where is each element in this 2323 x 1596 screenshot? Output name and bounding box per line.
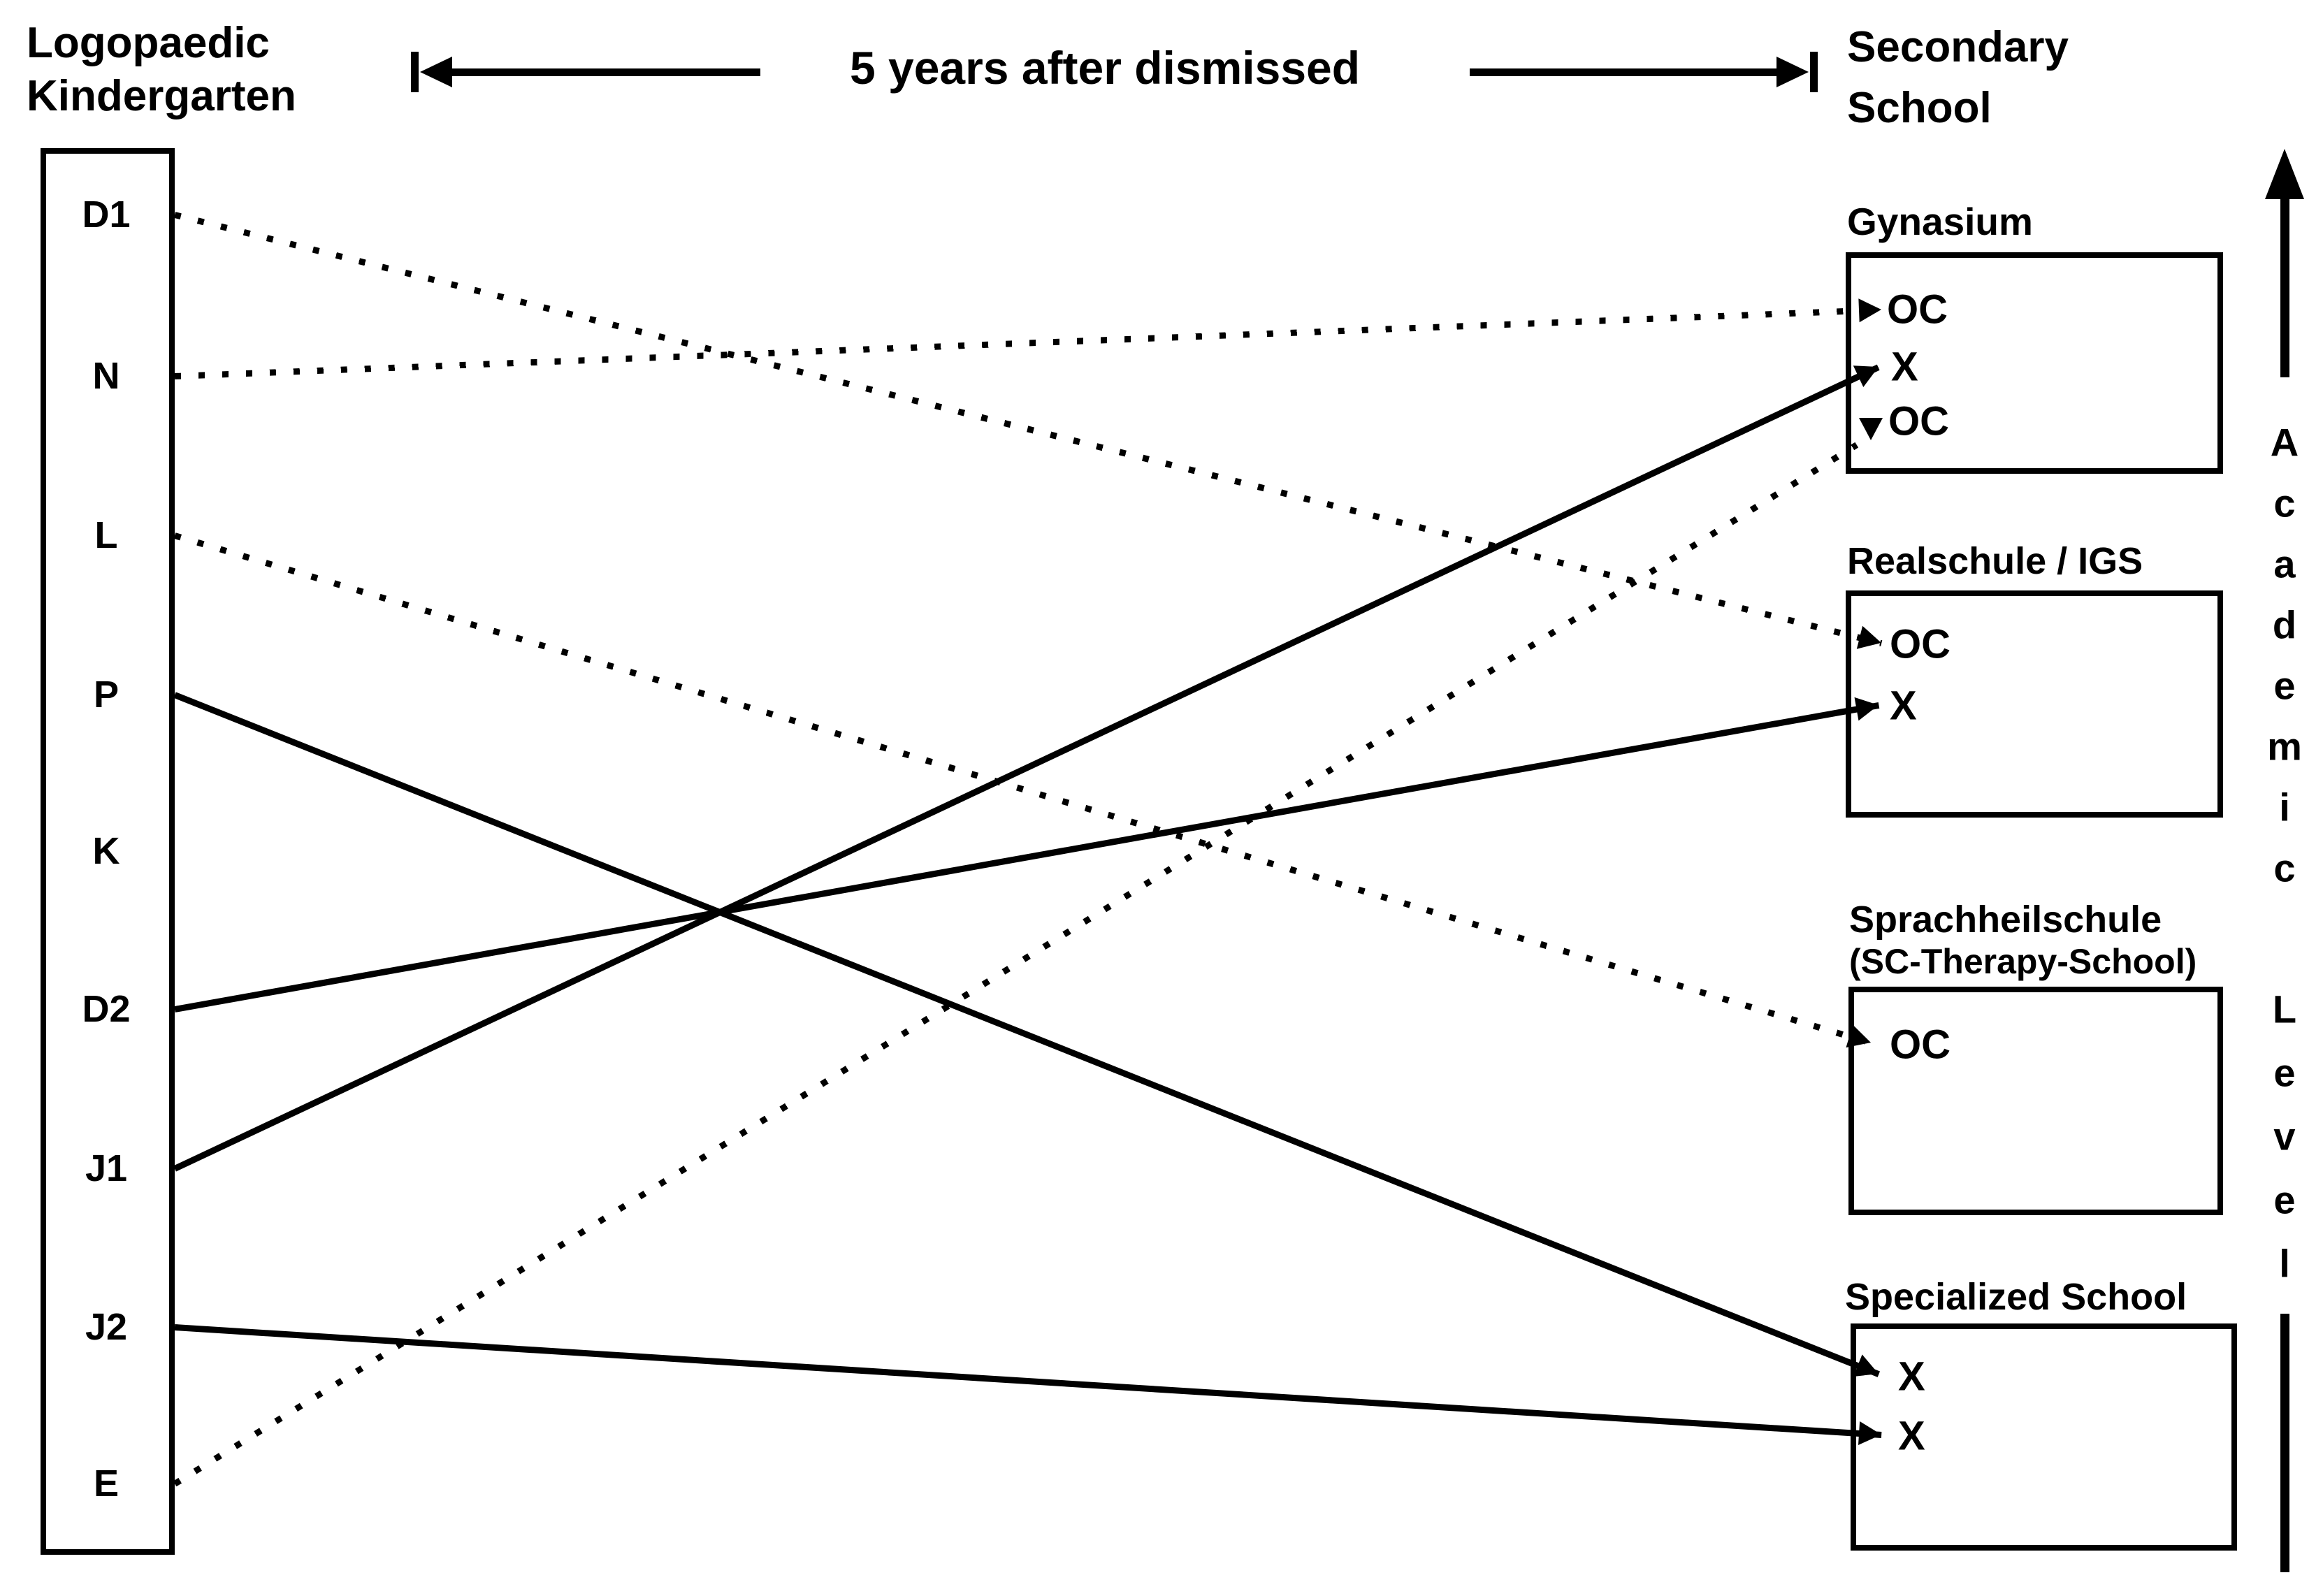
- academic-upper-shaft: [2280, 197, 2289, 377]
- outcome-label-gynasium-x: X: [1891, 344, 1918, 390]
- academic-word1-letter-6: i: [2279, 785, 2290, 829]
- academic-word2-letter-3: e: [2273, 1177, 2296, 1222]
- school-title-sprachheilschule-line1: Sprachheilschule: [1849, 899, 2162, 941]
- connection-N-line: [174, 306, 1882, 379]
- school-title-realschule-line1: Realschule / IGS: [1847, 540, 2143, 582]
- timeline-left-arrowhead-icon: [420, 57, 452, 87]
- connection-P-line: [173, 691, 1880, 1377]
- school-box-realschule: [1846, 590, 2223, 818]
- school-title-specialized-line1: Specialized School: [1845, 1276, 2187, 1318]
- kindergarten-title-line2: Kindergarten: [27, 72, 296, 120]
- timeline-right-bar: [1810, 52, 1818, 92]
- secondary-school-title: Secondary School: [1847, 17, 2069, 138]
- academic-word1-letter-7: c: [2273, 846, 2296, 890]
- school-title-gynasium-line1: Gynasium: [1847, 200, 2033, 243]
- connection-J2-line: [174, 1323, 1882, 1438]
- timeline-right-arrowhead-icon: [1776, 57, 1809, 87]
- connection-N-arrowhead-icon: [1858, 298, 1882, 323]
- timeline-left-shaft: [451, 68, 760, 76]
- academic-word1-letter-0: A: [2270, 420, 2299, 465]
- connection-D1-line: [173, 211, 1883, 646]
- outcome-label-sprachheilschule-oc: OC: [1890, 1022, 1951, 1068]
- academic-word1-letter-3: d: [2272, 602, 2297, 647]
- outcome-label-gynasium-oc_top: OC: [1887, 286, 1948, 333]
- timeline-right-shaft: [1470, 68, 1776, 76]
- outcome-label-specialized-x_top: X: [1898, 1354, 1925, 1400]
- kindergarten-letter-K: K: [92, 830, 120, 872]
- academic-word2-letter-1: e: [2273, 1050, 2296, 1095]
- outcome-label-gynasium-oc_bottom: OC: [1888, 398, 1949, 444]
- connection-E-arrowhead-icon: [1859, 418, 1883, 440]
- connection-J2-arrowhead-icon: [1858, 1421, 1883, 1446]
- kindergarten-letter-L: L: [94, 514, 118, 556]
- school-box-gynasium: [1846, 252, 2223, 474]
- kindergarten-letter-N: N: [92, 355, 120, 397]
- kindergarten-box: [41, 148, 175, 1555]
- academic-up-arrowhead-icon: [2265, 149, 2304, 199]
- kindergarten-letter-J2: J2: [85, 1306, 128, 1348]
- timeline-label: 5 years after dismissed: [849, 42, 1361, 94]
- timeline-left-bar: [411, 52, 419, 92]
- academic-word1-letter-4: e: [2273, 663, 2296, 708]
- outcome-label-realschule-oc: OC: [1890, 621, 1951, 667]
- outcome-label-realschule-x: X: [1890, 683, 1917, 729]
- secondary-title-line2: School: [1847, 84, 1992, 132]
- academic-word1-letter-5: m: [2267, 724, 2302, 769]
- academic-word1-letter-2: a: [2273, 542, 2296, 586]
- kindergarten-title-line1: Logopaedic: [27, 19, 270, 67]
- kindergarten-letter-D2: D2: [82, 988, 131, 1030]
- academic-lower-shaft: [2280, 1314, 2289, 1572]
- kindergarten-letter-E: E: [93, 1463, 120, 1504]
- academic-word2-letter-0: L: [2272, 987, 2297, 1031]
- kindergarten-letter-J1: J1: [85, 1147, 128, 1189]
- school-title-sprachheilschule-line2: (SC-Therapy-School): [1849, 942, 2197, 981]
- academic-word1-letter-1: c: [2273, 481, 2296, 525]
- academic-word2-letter-2: v: [2273, 1114, 2296, 1159]
- kindergarten-letter-P: P: [93, 674, 120, 716]
- kindergarten-letter-D1: D1: [82, 194, 131, 235]
- secondary-title-line1: Secondary: [1847, 23, 2069, 71]
- academic-word2-letter-4: l: [2279, 1241, 2290, 1286]
- connection-J1-line: [173, 363, 1880, 1172]
- school-box-specialized: [1851, 1323, 2237, 1551]
- school-box-sprachheilschule: [1848, 987, 2223, 1215]
- connection-D2-arrowhead-icon: [1854, 693, 1881, 721]
- connection-L-line: [173, 532, 1872, 1046]
- outcome-label-specialized-x_bottom: X: [1898, 1413, 1925, 1459]
- kindergarten-title: Logopaedic Kindergarten: [27, 17, 296, 123]
